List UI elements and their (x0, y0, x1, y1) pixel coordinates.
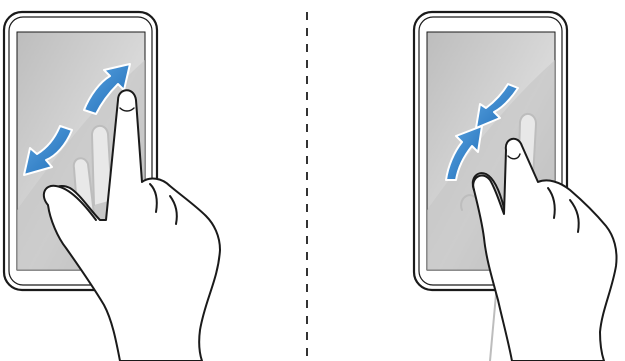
panel-pinch (414, 12, 617, 361)
panel-spread (4, 12, 220, 361)
